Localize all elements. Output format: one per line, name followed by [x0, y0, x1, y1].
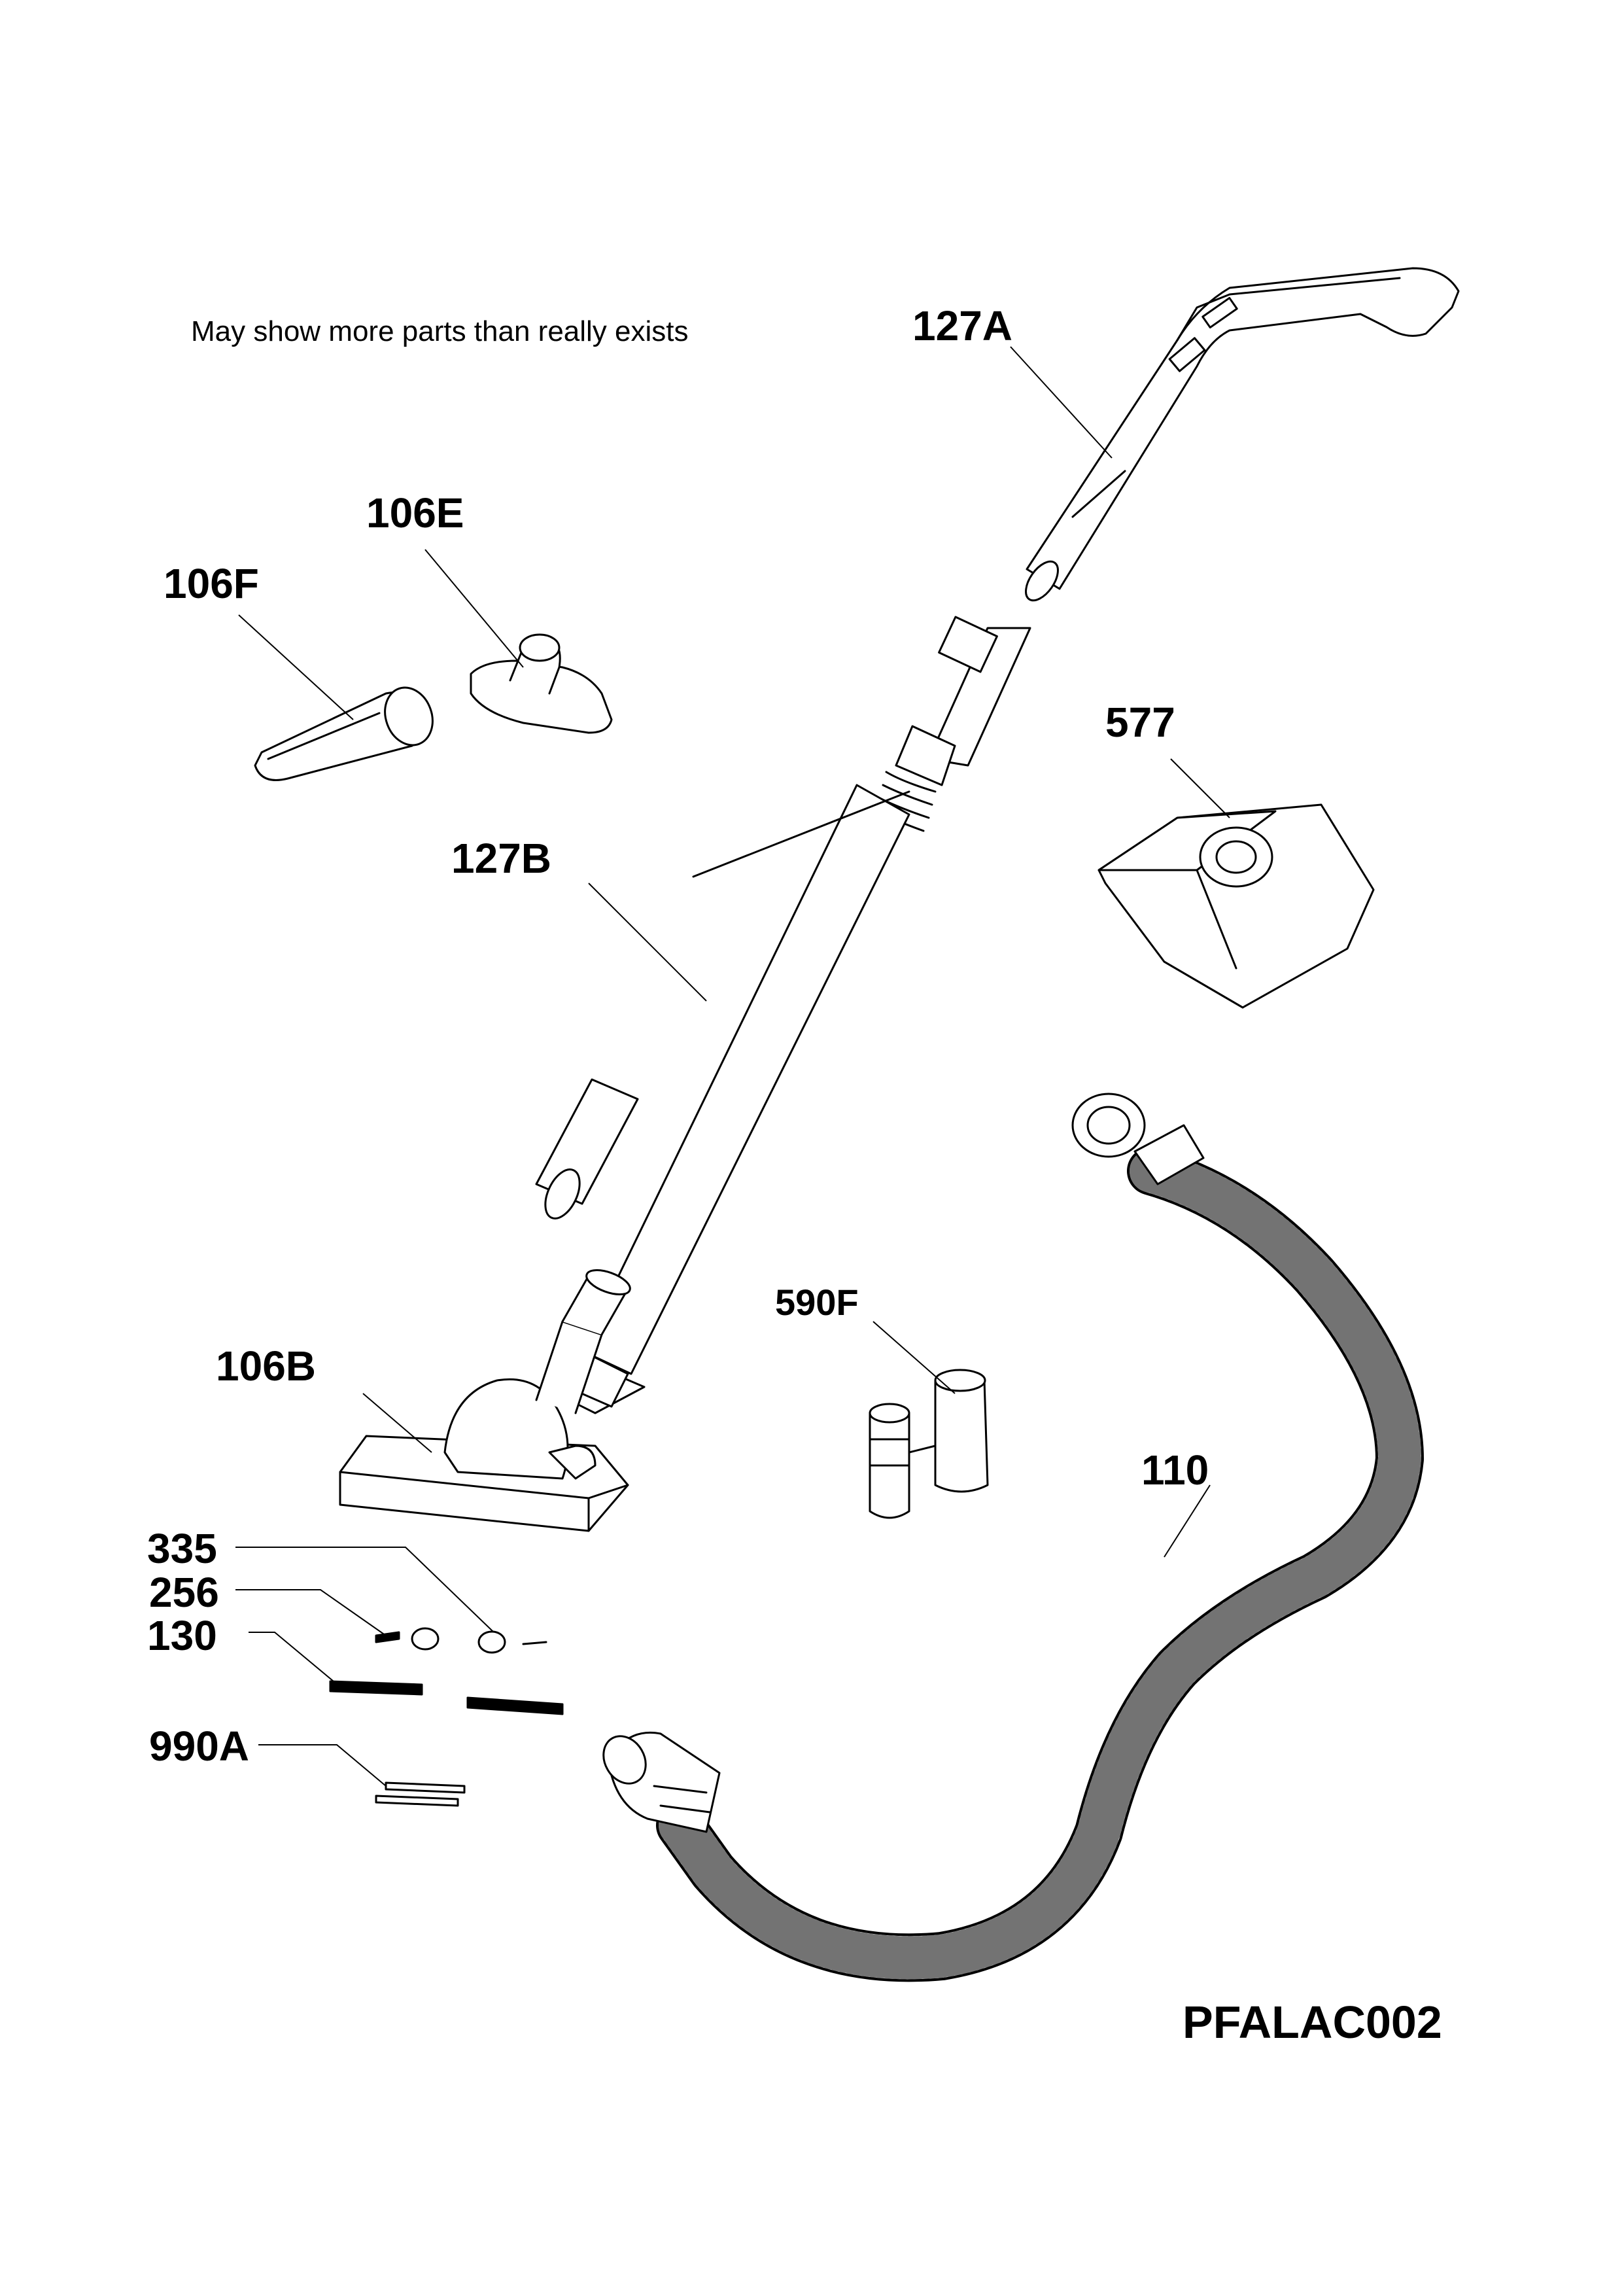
- upholstery-nozzle-106e: [470, 633, 613, 734]
- part-label-590f: 590F: [775, 1282, 859, 1323]
- leader-335: [235, 1547, 494, 1633]
- leader-110: [1164, 1484, 1211, 1558]
- suction-hose-110: [602, 1093, 1424, 1982]
- leader-256: [235, 1589, 387, 1636]
- leader-106e: [424, 549, 524, 668]
- leader-127a: [1010, 346, 1113, 459]
- part-label-106e: 106E: [366, 489, 464, 536]
- strip-990a: [375, 1781, 466, 1807]
- part-label-127a: 127A: [912, 302, 1012, 349]
- part-label-106b: 106B: [216, 1342, 316, 1390]
- part-label-577: 577: [1105, 699, 1175, 746]
- strip-130: [329, 1680, 564, 1715]
- wheel-335: [477, 1630, 547, 1654]
- adaptor-590f: [869, 1369, 989, 1519]
- leader-990a: [258, 1744, 387, 1787]
- handle-tube-127a: [1025, 267, 1460, 602]
- leader-106f: [238, 614, 354, 720]
- part-label-110: 110: [1141, 1446, 1209, 1494]
- part-label-990a: 990A: [149, 1723, 249, 1770]
- tube-end-127b: [535, 790, 910, 1219]
- leader-130: [249, 1632, 334, 1682]
- diagram-code: PFALAC002: [1183, 1997, 1442, 2048]
- part-label-130: 130: [147, 1612, 217, 1659]
- leader-106b: [362, 1393, 432, 1453]
- leader-lines: [235, 346, 1230, 1787]
- leader-577: [1170, 758, 1230, 818]
- part-label-127b: 127B: [451, 835, 551, 882]
- wheel-256: [375, 1627, 440, 1651]
- dust-bag-577: [1097, 803, 1375, 1009]
- leader-127b: [588, 883, 707, 1002]
- part-label-256: 256: [149, 1569, 219, 1616]
- floor-nozzle-106b: [339, 1269, 631, 1532]
- part-label-106f: 106F: [164, 560, 259, 607]
- disclaimer-note: May show more parts than really exists: [191, 315, 689, 347]
- part-label-335: 335: [147, 1525, 217, 1572]
- telescopic-tube-127b: [555, 616, 1031, 1414]
- leader-590f: [872, 1321, 956, 1394]
- crevice-nozzle-106f: [254, 686, 434, 781]
